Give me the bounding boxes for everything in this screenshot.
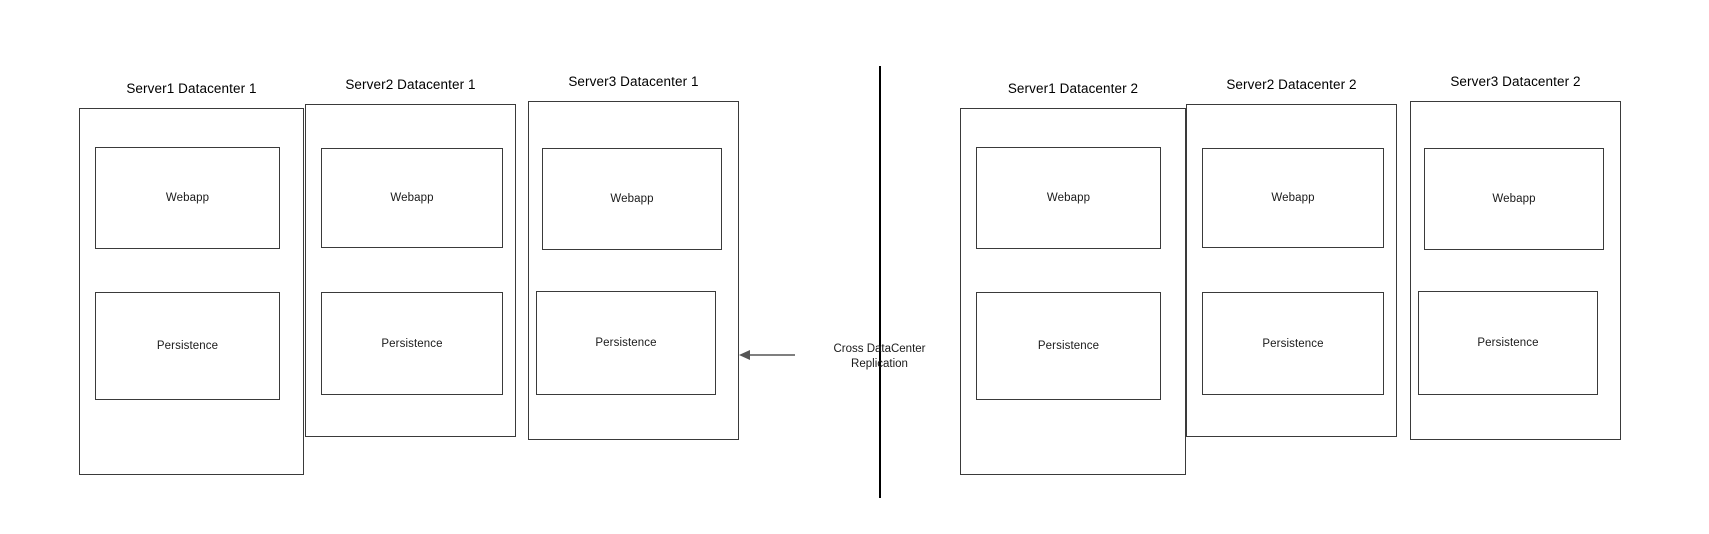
server-column-server2-datacenter1[interactable]: Server2 Datacenter 1 Webapp Persistence — [305, 77, 516, 437]
server-title-server1-datacenter1: Server1 Datacenter 1 — [126, 81, 257, 96]
component-persistence-server2-datacenter2[interactable]: Persistence — [1202, 292, 1384, 395]
server-title-server3-datacenter2: Server3 Datacenter 2 — [1450, 74, 1581, 89]
component-persistence-server3-datacenter1[interactable]: Persistence — [536, 291, 716, 395]
component-persistence-server3-datacenter2[interactable]: Persistence — [1418, 291, 1598, 395]
component-label-persistence: Persistence — [1262, 337, 1324, 350]
component-label-persistence: Persistence — [156, 340, 219, 352]
component-webapp-server2-datacenter2[interactable]: Webapp — [1202, 148, 1384, 248]
component-label-webapp: Webapp — [165, 192, 210, 204]
server-column-server3-datacenter1[interactable]: Server3 Datacenter 1 Webapp Persistence — [528, 74, 739, 440]
component-persistence-server2-datacenter1[interactable]: Persistence — [321, 292, 503, 395]
component-webapp-server1-datacenter2[interactable]: Webapp — [976, 147, 1161, 249]
component-label-webapp: Webapp — [610, 193, 654, 205]
component-persistence-server1-datacenter1[interactable]: Persistence — [95, 292, 280, 400]
server-title-server3-datacenter1: Server3 Datacenter 1 — [568, 74, 699, 89]
component-label-persistence: Persistence — [595, 337, 657, 349]
server-column-server3-datacenter2[interactable]: Server3 Datacenter 2 Webapp Persistence — [1410, 74, 1621, 440]
component-label-webapp: Webapp — [1046, 192, 1091, 204]
server-column-server2-datacenter2[interactable]: Server2 Datacenter 2 Webapp Persistence — [1186, 77, 1397, 437]
component-label-persistence: Persistence — [381, 337, 443, 350]
component-webapp-server3-datacenter1[interactable]: Webapp — [542, 148, 722, 250]
datacenter-divider-line — [879, 66, 882, 498]
component-label-webapp: Webapp — [1271, 192, 1315, 204]
component-label-persistence: Persistence — [1037, 340, 1100, 352]
server-title-server1-datacenter2: Server1 Datacenter 2 — [1007, 81, 1139, 96]
replication-label-line2: Replication — [851, 357, 908, 370]
server-title-server2-datacenter2: Server2 Datacenter 2 — [1226, 77, 1357, 92]
replication-label: Cross DataCenter Replication — [757, 342, 1002, 371]
component-label-webapp: Webapp — [1492, 193, 1536, 205]
component-webapp-server1-datacenter1[interactable]: Webapp — [95, 147, 280, 249]
component-label-persistence: Persistence — [1477, 337, 1539, 349]
component-label-webapp: Webapp — [390, 192, 434, 204]
replication-arrow-left — [739, 350, 795, 360]
replication-label-line1: Cross DataCenter — [833, 343, 926, 355]
component-webapp-server3-datacenter2[interactable]: Webapp — [1424, 148, 1604, 250]
component-webapp-server2-datacenter1[interactable]: Webapp — [321, 148, 503, 248]
server-column-server1-datacenter2[interactable]: Server1 Datacenter 2 Webapp Persistence — [960, 81, 1186, 475]
server-column-server1-datacenter1[interactable]: Server1 Datacenter 1 Webapp Persistence — [79, 81, 304, 475]
component-persistence-server1-datacenter2[interactable]: Persistence — [976, 292, 1161, 400]
server-title-server2-datacenter1: Server2 Datacenter 1 — [345, 77, 476, 92]
